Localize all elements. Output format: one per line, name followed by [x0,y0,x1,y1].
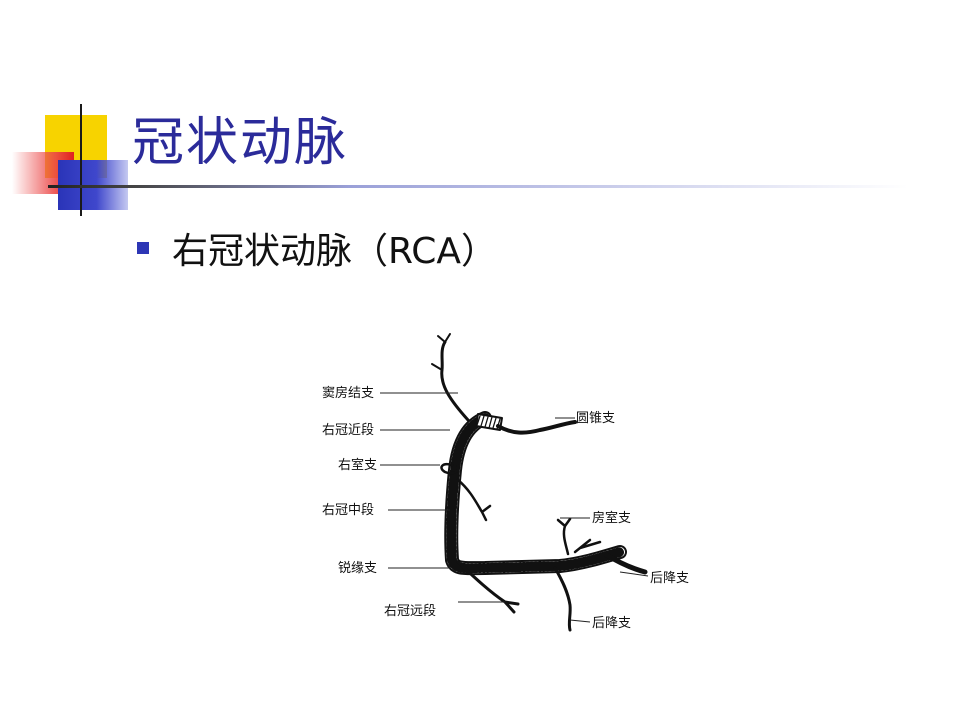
conus-branch [496,420,577,435]
av-node-branch [556,517,602,556]
label-mid-rca: 右冠中段 [322,503,374,518]
slide-title: 冠状动脉 [132,113,349,173]
label-pda-lower: 后降支 [592,616,631,631]
label-rv-branch: 右室支 [338,457,377,473]
rca-diagram: 窦房结支 右冠近段 右室支 右冠中段 锐缘支 右冠远段 圆锥支 房室支 后降支 … [322,333,689,632]
leader-lines [380,392,649,623]
bullet-marker [137,242,149,254]
label-sinus-node-branch: 窦房结支 [322,385,374,401]
label-conus-branch: 圆锥支 [576,411,615,426]
pda-upper-branch [602,551,648,575]
artery-tree [431,333,648,632]
label-pda-upper: 后降支 [650,571,689,586]
rv-branch [440,463,460,475]
bullet-text: 右冠状动脉（RCA） [172,231,497,272]
label-distal-rca: 右冠远段 [384,604,436,619]
label-acute-marginal: 锐缘支 [338,561,377,576]
deco-vertical-line [80,104,82,216]
pda-lower-branch [553,566,572,632]
rca-main-trunk [444,411,627,576]
title-underline [48,185,908,188]
label-proximal-rca: 右冠近段 [322,423,374,438]
mid-rca-side-branch [456,478,492,522]
label-av-node-branch: 房室支 [592,510,631,526]
sinus-node-branch [440,340,470,422]
